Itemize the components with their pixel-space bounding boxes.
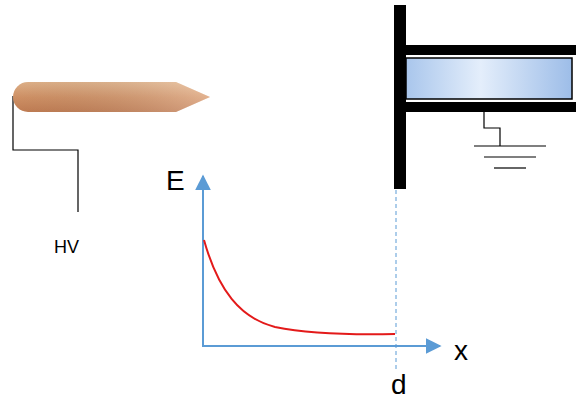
ground-wire (484, 112, 500, 146)
axis-label: E (166, 167, 185, 195)
e-axis (202, 176, 204, 346)
ground-plate (394, 5, 406, 189)
ground-symbol (474, 146, 546, 168)
field-curve (204, 240, 395, 334)
distance-marker (396, 190, 397, 370)
sample-bar (406, 58, 572, 99)
x-axis (202, 345, 440, 347)
electrode-shading (13, 82, 210, 112)
holder-upper-arm (406, 45, 576, 55)
axis-label: x (454, 337, 468, 365)
distance-label: d (391, 371, 407, 399)
hv-lead-wire (13, 96, 78, 212)
voltage-label: HV (54, 238, 79, 256)
holder-lower-arm (406, 102, 576, 112)
needle-electrode (13, 82, 210, 112)
